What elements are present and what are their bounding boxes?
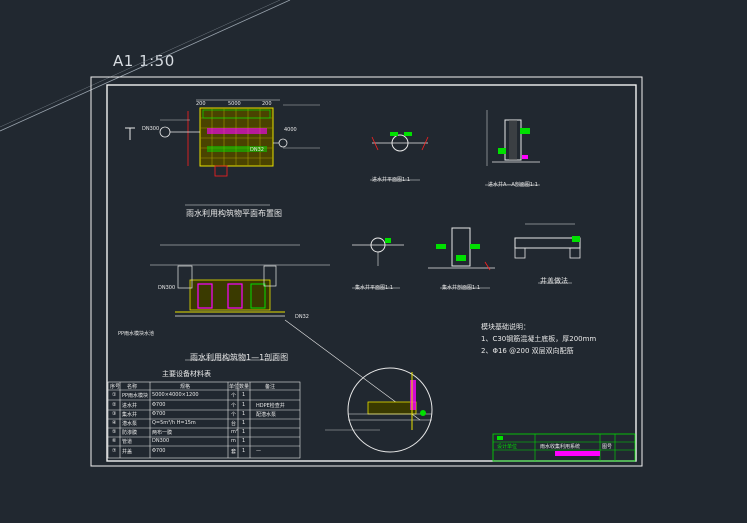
section-layer-label: PP雨水模块水池 [118, 331, 155, 337]
table-cell: 1 [242, 438, 246, 444]
equipment-table-title: 主要设备材料表 [162, 370, 211, 378]
table-cell: 管道 [122, 439, 133, 445]
table-cell: ③ [112, 411, 117, 417]
table-cell: ⑦ [112, 448, 117, 454]
equipment-table-grid [107, 381, 301, 459]
detail-a-title: 进水井平面图1:1 [372, 177, 411, 183]
notes-line-1: 1、C30钢筋混凝土底板，厚200mm [481, 335, 597, 343]
table-cell: 5000×4000×1200 [152, 392, 199, 398]
table-cell: 配潜水泵 [256, 412, 277, 418]
table-cell: 1 [242, 392, 246, 398]
table-cell: m² [231, 429, 238, 435]
table-cell: 潜水泵 [122, 421, 138, 427]
sheet-inner-border [106, 84, 637, 462]
module-tank-outline [199, 107, 274, 167]
table-header-name: 名称 [127, 384, 138, 390]
detail-d-title: 集水井剖面图1:1 [442, 285, 481, 291]
table-cell: — [256, 448, 261, 454]
table-cell: PP雨水模块 [122, 393, 149, 399]
table-cell: 防渗膜 [122, 430, 138, 436]
table-cell: 井盖 [122, 449, 133, 455]
table-cell: HDPE检查井 [256, 403, 285, 409]
notes-line-2: 2、Φ16 @200 双层双向配筋 [481, 347, 574, 355]
table-header-note: 备注 [265, 384, 276, 390]
title-block-company: 设计单位 [497, 444, 518, 450]
plan-dim-height: 4000 [284, 127, 297, 133]
detail-collection-well-plan [352, 237, 404, 289]
table-cell: ⑥ [112, 438, 117, 444]
plan-pipe-inlet-label: DN300 [142, 126, 160, 132]
inlet-well-symbol [159, 126, 171, 138]
table-cell: ① [112, 392, 117, 398]
table-cell: 1 [242, 448, 246, 454]
title-block-highlight [555, 451, 600, 456]
plan-dim-mid: 5000 [228, 101, 241, 107]
table-cell: ② [112, 402, 117, 408]
table-header-qty: 数量 [239, 384, 250, 390]
table-cell: ⑤ [112, 429, 117, 435]
table-cell: m [231, 438, 236, 444]
table-cell: 台 [231, 421, 237, 427]
table-cell: 集水井 [122, 412, 138, 418]
section-pipe-inlet-label: DN300 [158, 285, 176, 291]
table-cell: 个 [231, 393, 237, 399]
section-tank [189, 279, 271, 311]
sheet-outer-border [90, 76, 643, 467]
detail-b-title: 进水井A—A剖面图1:1 [488, 182, 538, 188]
membrane-band [207, 128, 267, 134]
plan-dim-left: 200 [196, 101, 206, 107]
construction-line [0, 0, 291, 132]
table-header-index: 序号 [110, 384, 121, 390]
section-pipe-outlet-label: DN32 [295, 314, 309, 320]
table-cell: ④ [112, 420, 117, 426]
plan-pipe-outlet-label: DN32 [250, 147, 264, 153]
detail-inlet-well-section [485, 110, 540, 186]
table-cell: 1 [242, 429, 246, 435]
table-cell: Φ700 [152, 411, 166, 417]
detail-e-title: 井盖做法 [540, 277, 568, 285]
title-block-sheet-no: 图号 [602, 444, 613, 450]
table-cell: Φ700 [152, 402, 166, 408]
detail-collection-well-section [428, 227, 495, 289]
outlet-well-symbol [278, 138, 288, 148]
plan-dim-right: 200 [262, 101, 272, 107]
plan-view [125, 99, 320, 206]
table-cell: 个 [231, 412, 237, 418]
table-cell: 1 [242, 402, 246, 408]
table-cell: 1 [242, 411, 246, 417]
table-cell: Q=5m³/h H=15m [152, 420, 196, 426]
table-cell: 两布一膜 [152, 430, 173, 436]
table-cell: 个 [231, 403, 237, 409]
detail-inlet-well-plan [370, 132, 429, 181]
table-cell: 1 [242, 420, 246, 426]
table-cell: DN300 [152, 438, 170, 444]
section-view-title: 雨水利用构筑物1—1剖面图 [190, 353, 289, 362]
sheet-title: A1 1:50 [113, 52, 175, 70]
notes-heading: 模块基础说明： [481, 323, 530, 331]
table-header-spec: 规格 [180, 384, 191, 390]
table-cell: Φ700 [152, 448, 166, 454]
title-block-drawing: 雨水收集利用系统 [540, 444, 581, 450]
detail-cover [514, 223, 581, 284]
title-block [492, 433, 636, 462]
section-view [150, 244, 421, 421]
enlarged-detail-circle [325, 367, 433, 453]
table-cell: 进水井 [122, 403, 138, 409]
table-cell: 套 [231, 449, 237, 455]
detail-c-title: 集水井平面图1:1 [355, 285, 394, 291]
construction-line [0, 0, 281, 128]
table-header-unit: 单位 [229, 384, 240, 390]
plan-view-title: 雨水利用构筑物平面布置图 [186, 209, 282, 218]
